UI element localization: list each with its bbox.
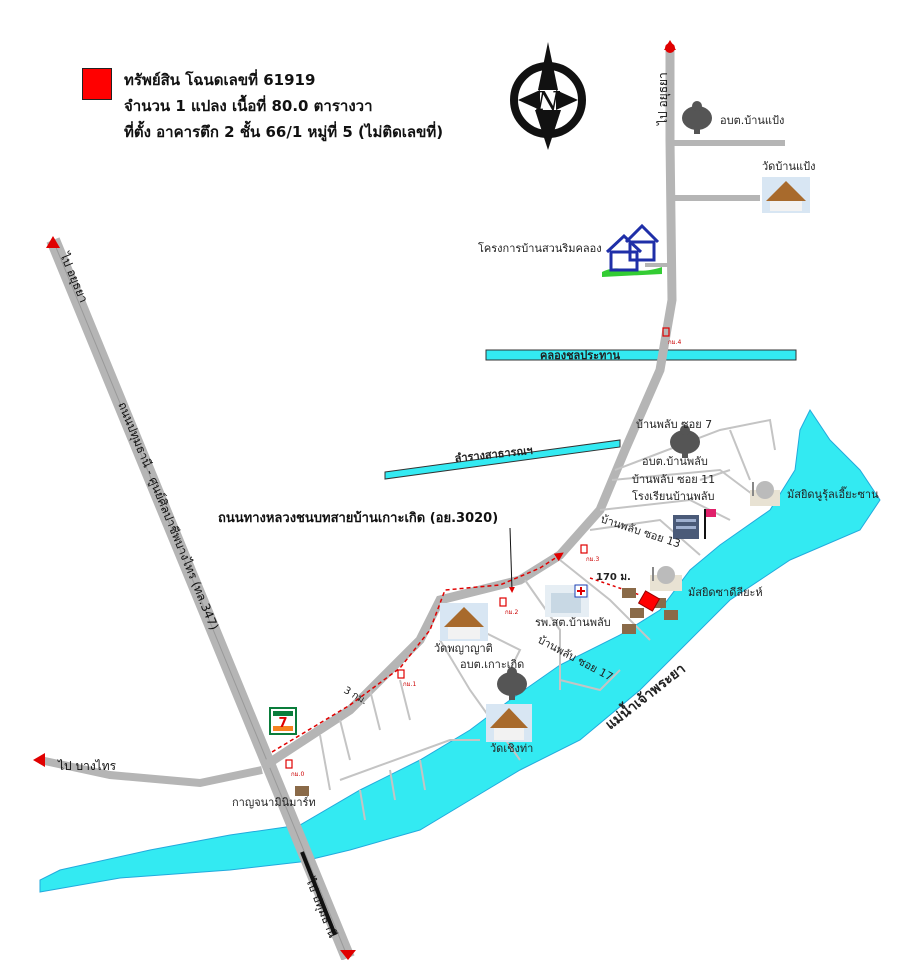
legend-area: จำนวน 1 แปลง เนื้อที่ 80.0 ตารางวา	[124, 97, 373, 115]
garuda-emblem-icon	[682, 101, 712, 134]
rural-road-pointer	[508, 527, 515, 593]
label-to-ayutthaya-right: ไป อยุธยา	[656, 72, 671, 126]
school-icon	[673, 509, 716, 539]
garuda-emblem-icon	[497, 667, 527, 700]
hospital-icon	[545, 584, 589, 617]
label-soi-11: บ้านพลับ ซอย 11	[632, 473, 715, 486]
label-hospital: รพ.สต.บ้านพลับ	[535, 616, 611, 629]
arrow-bang-sai-icon	[33, 753, 45, 767]
label-to-bang-sai: ไป บางไทร	[57, 759, 117, 773]
label-obt-ko-koet: อบต.เกาะเกิด	[460, 658, 524, 671]
km-post-icon	[285, 327, 670, 769]
temple-icon	[762, 177, 810, 213]
house-icons	[295, 588, 678, 796]
label-mosque-nurul: มัสยิดนูรุ้ลเอี๊ยะซาน	[787, 486, 879, 501]
label-school: โรงเรียนบ้านพลับ	[632, 489, 714, 503]
arrow-ayutthaya-right-icon	[664, 40, 676, 53]
label-rural-road: ถนนทางหลวงชนบทสายบ้านเกาะเกิด (อย.3020)	[218, 510, 498, 526]
route-dashed	[271, 552, 564, 753]
compass-icon: N	[510, 42, 586, 150]
legend-title: ทรัพย์สิน โฉนดเลขที่ 61919	[124, 71, 316, 89]
temple-icon	[486, 704, 532, 742]
label-housing-project: โครงการบ้านสวนริมคลอง	[478, 241, 602, 255]
canal-chonprathan	[485, 349, 797, 361]
label-obt-ban-phlap: อบต.บ้านพลับ	[642, 455, 708, 468]
compass-letter: N	[536, 87, 561, 117]
km-marker-1: กม.1	[403, 681, 416, 688]
label-obt-ban-paeng: อบต.บ้านแป้ง	[720, 114, 784, 127]
mosque-icon	[650, 566, 682, 591]
housing-project-icon	[602, 223, 662, 277]
seven-eleven-logo: 7	[269, 707, 297, 735]
km-marker-0: กม.0	[291, 771, 304, 778]
chao-phraya-river	[39, 409, 881, 893]
mosque-icon	[750, 481, 780, 506]
label-wat-choeng-tha: วัดเชิงท่า	[490, 742, 533, 755]
legend-location: ที่ตั้ง อาคารตึก 2 ชั้น 66/1 หมู่ที่ 5 (…	[124, 123, 444, 141]
property-marker[interactable]	[637, 590, 661, 612]
temple-icon	[440, 603, 488, 641]
label-wat-ban-paeng: วัดบ้านแป้ง	[762, 160, 815, 173]
highway-black-segment	[300, 851, 337, 936]
km-marker-4: กม.4	[668, 339, 681, 346]
km-marker-3: กม.3	[586, 556, 599, 563]
highway-347-median	[52, 239, 349, 959]
label-mosque-chatdi: มัสยิดซาดีลียะห์	[688, 586, 763, 599]
svg-text:7: 7	[278, 716, 287, 731]
road-to-bang-sai	[39, 756, 263, 788]
public-ditch	[384, 439, 621, 480]
label-highway-347: ถนนปทุมธานี - ศูนย์ศิลปาชีพบางไทร (ทล.34…	[114, 400, 221, 633]
garuda-emblem-icon	[670, 425, 700, 458]
label-wat-phaya-yat: วัดพญาญาติ	[434, 642, 493, 655]
label-distance-170: 170 ม.	[596, 572, 631, 583]
label-soi-7: บ้านพลับ ซอย 7	[636, 418, 712, 431]
arrow-ayutthaya-left-icon	[46, 236, 60, 248]
label-soi-13: บ้านพลับ ซอย 13	[599, 512, 682, 550]
arrow-pathum-thani-icon	[340, 950, 356, 960]
legend-property-swatch	[82, 68, 112, 100]
km-marker-2: กม.2	[505, 609, 518, 616]
label-canal-chonprathan: คลองชลประทาน	[540, 349, 621, 362]
label-kanchana-market: กาญจนามินิมาร์ท	[232, 796, 316, 809]
